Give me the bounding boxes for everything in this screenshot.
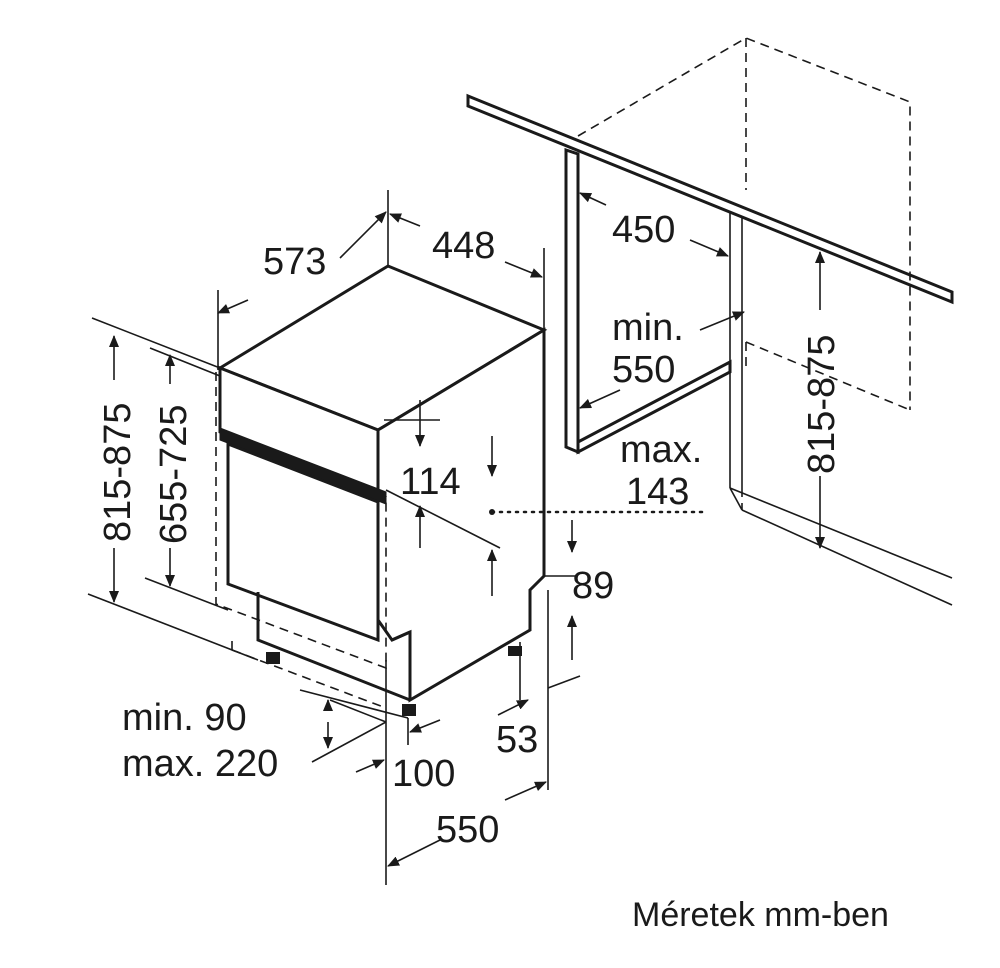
label-max-220: max. 220 [122, 743, 278, 785]
label-niche-815-875: 815-875 [801, 335, 843, 474]
cabinet-niche [466, 37, 954, 606]
label-max-word: max. [620, 429, 702, 471]
label-min-550: 550 [612, 349, 675, 391]
label-573: 573 [263, 241, 326, 283]
label-450: 450 [612, 209, 675, 251]
label-53: 53 [496, 719, 538, 761]
dimension-lines [109, 192, 825, 867]
dimension-labels: 573 448 450 min. 550 815-875 815-875 655… [97, 209, 843, 851]
extension-lines [87, 190, 576, 885]
label-max-143: 143 [626, 471, 689, 513]
front-door [226, 441, 380, 643]
label-114: 114 [400, 461, 461, 503]
label-min-word: min. [612, 307, 684, 349]
label-100: 100 [392, 753, 455, 795]
dim-448-line-b [504, 261, 543, 278]
label-655-725: 655-725 [153, 405, 195, 544]
units-caption: Méretek mm-ben [632, 896, 889, 934]
countertop [466, 93, 954, 305]
label-815-875: 815-875 [97, 403, 139, 542]
dim-573-line-a [217, 299, 249, 314]
dim-448-line-a [389, 213, 421, 227]
dim-573-line-b [339, 211, 387, 259]
label-min-90: min. 90 [122, 697, 247, 739]
cabinet-side-panel [564, 147, 580, 455]
foot-back-right [508, 646, 522, 656]
foot-front-left [266, 652, 280, 664]
label-448: 448 [432, 225, 495, 267]
label-550: 550 [436, 809, 499, 851]
foot-front-right [402, 704, 416, 716]
dishwasher-body [215, 264, 548, 716]
label-89: 89 [572, 565, 614, 607]
